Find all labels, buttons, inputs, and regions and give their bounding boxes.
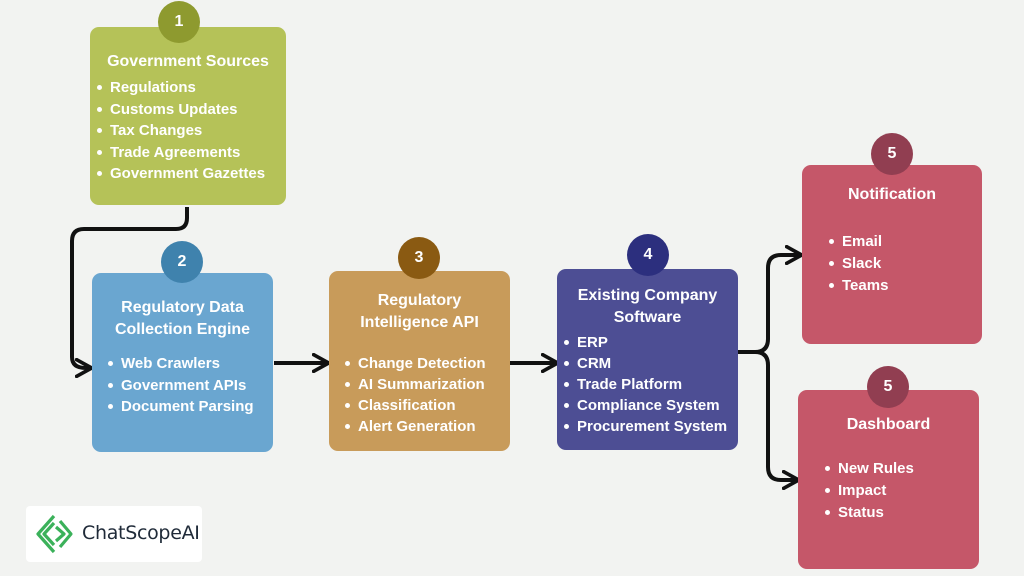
- chatscope-logo-icon: [36, 514, 73, 554]
- list-item: Tax Changes: [96, 120, 265, 142]
- intelligence-api-title-line2: Intelligence API: [360, 314, 479, 331]
- list-item: Compliance System: [563, 395, 727, 416]
- list-item: Teams: [828, 275, 888, 297]
- list-item: Customs Updates: [96, 99, 265, 121]
- list-item: Email: [828, 231, 888, 253]
- company-software-title-line2: Software: [613, 309, 682, 326]
- step-badge-5-notification: 5: [871, 133, 913, 175]
- list-item: Impact: [825, 480, 914, 502]
- list-item: Change Detection: [345, 355, 486, 372]
- notification-list: Email Slack Teams: [822, 231, 888, 297]
- list-item: AI Summarization: [345, 376, 485, 393]
- chatscope-logo: ChatScopeAI: [26, 506, 202, 562]
- list-item: New Rules: [825, 458, 914, 480]
- collection-engine-list: Web Crawlers Government APIs Document Pa…: [101, 353, 254, 418]
- step-badge-1: 1: [158, 1, 200, 43]
- list-item: Document Parsing: [108, 396, 254, 418]
- intelligence-api-list: Change Detection AI Summarization Classi…: [338, 353, 486, 437]
- collection-engine-title: Regulatory Data Collection Engine: [92, 297, 273, 341]
- logo-text: ChatScopeAI: [82, 522, 200, 544]
- connector-software-to-notification: [738, 255, 800, 354]
- intelligence-api-title-line1: Regulatory: [377, 292, 462, 309]
- list-item: Regulations: [96, 77, 265, 99]
- dashboard-list: New Rules Impact Status: [818, 458, 914, 524]
- list-item: CRM: [563, 353, 727, 374]
- company-software-title-line1: Existing Company: [577, 287, 718, 304]
- list-item: Government Gazettes: [96, 163, 265, 185]
- list-item: Government APIs: [108, 375, 254, 397]
- list-item: Trade Agreements: [96, 142, 265, 164]
- company-software-list: ERP CRM Trade Platform Compliance System…: [557, 332, 727, 437]
- notification-box: Notification Email Slack Teams: [802, 165, 982, 344]
- collection-engine-title-line1: Regulatory Data: [121, 299, 244, 316]
- connector-government-to-collection: [70, 207, 189, 368]
- government-sources-list: Regulations Customs Updates Tax Changes …: [90, 77, 265, 185]
- list-item: Web Crawlers: [108, 353, 254, 375]
- step-badge-2: 2: [161, 241, 203, 283]
- government-sources-box: Government Sources Regulations Customs U…: [90, 27, 286, 205]
- list-item: Procurement System: [563, 418, 728, 435]
- intelligence-api-title: Regulatory Intelligence API: [329, 290, 510, 334]
- company-software-box: Existing Company Software ERP CRM Trade …: [557, 269, 738, 450]
- step-badge-3: 3: [398, 237, 440, 279]
- intelligence-api-box: Regulatory Intelligence API Change Detec…: [329, 271, 510, 451]
- collection-engine-title-line2: Collection Engine: [114, 321, 251, 338]
- list-item: Slack: [828, 253, 888, 275]
- list-item: Classification: [345, 395, 486, 416]
- connector-software-to-dashboard: [738, 350, 797, 480]
- collection-engine-box: Regulatory Data Collection Engine Web Cr…: [92, 273, 273, 452]
- government-sources-title: Government Sources: [107, 53, 269, 70]
- list-item: Alert Generation: [345, 416, 486, 437]
- list-item: ERP: [563, 332, 727, 353]
- list-item: Status: [825, 502, 914, 524]
- dashboard-box: Dashboard New Rules Impact Status: [798, 390, 979, 569]
- step-badge-5-dashboard: 5: [867, 366, 909, 408]
- step-badge-4: 4: [627, 234, 669, 276]
- notification-title: Notification: [848, 186, 936, 203]
- dashboard-title: Dashboard: [846, 416, 931, 433]
- company-software-title: Existing Company Software: [557, 285, 738, 329]
- list-item: Trade Platform: [563, 374, 727, 395]
